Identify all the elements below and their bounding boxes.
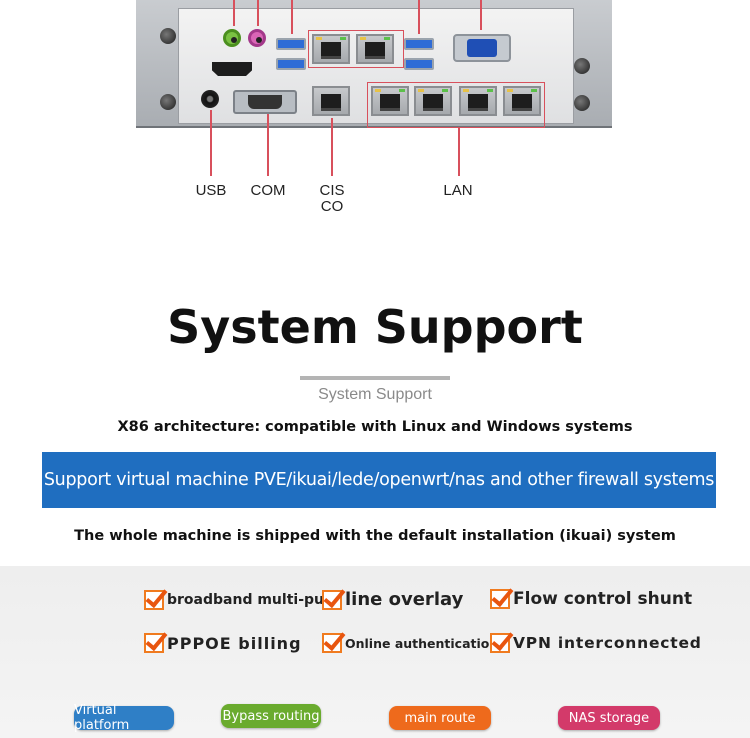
audio-out-jack bbox=[223, 29, 241, 47]
callout-line bbox=[291, 0, 293, 34]
callout-line bbox=[233, 0, 235, 26]
com-label: COM bbox=[250, 182, 286, 199]
page-subtitle: System Support bbox=[318, 386, 432, 403]
support-banner: Support virtual machine PVE/ikuai/lede/o… bbox=[42, 452, 716, 508]
badge-main-route: main route bbox=[389, 706, 491, 730]
rj45-port bbox=[414, 86, 452, 116]
lan-label: LAN bbox=[443, 182, 473, 199]
screw-icon bbox=[574, 95, 590, 111]
usb-port bbox=[276, 58, 306, 70]
lan-highlight-box bbox=[308, 30, 404, 68]
hdmi-port bbox=[212, 62, 252, 76]
page-title: System Support bbox=[167, 300, 583, 354]
screw-icon bbox=[160, 28, 176, 44]
feature-item: line overlay bbox=[322, 589, 463, 610]
checkbox-check-icon bbox=[322, 589, 342, 610]
vga-port bbox=[453, 34, 511, 62]
com-port bbox=[233, 90, 297, 114]
rj45-port bbox=[371, 86, 409, 116]
checkbox-check-icon bbox=[144, 633, 164, 653]
support-banner-text: Support virtual machine PVE/ikuai/lede/o… bbox=[43, 470, 715, 490]
rj45-port bbox=[312, 34, 350, 64]
checkbox-check-icon bbox=[144, 590, 164, 610]
feature-item: Flow control shunt bbox=[490, 589, 692, 609]
usb-port bbox=[404, 38, 434, 50]
usb-port bbox=[276, 38, 306, 50]
callout-line bbox=[267, 114, 269, 176]
checkbox-check-icon bbox=[322, 633, 342, 653]
usb-label: USB bbox=[195, 182, 227, 199]
feature-item: Online authentication bbox=[322, 633, 498, 653]
usb-port bbox=[404, 58, 434, 70]
cisco-label-line1: CIS bbox=[319, 182, 345, 199]
callout-line bbox=[418, 0, 420, 34]
badge-virtual-platform: Virtual platform bbox=[74, 703, 174, 733]
screw-icon bbox=[160, 94, 176, 110]
rj45-port bbox=[356, 34, 394, 64]
title-divider bbox=[300, 376, 450, 380]
architecture-text: X86 architecture: compatible with Linux … bbox=[117, 419, 633, 435]
badge-bypass-routing: Bypass routing bbox=[221, 704, 321, 728]
screw-icon bbox=[574, 58, 590, 74]
callout-line bbox=[331, 118, 333, 176]
feature-item: broadband multi-pull bbox=[144, 590, 334, 610]
checkbox-check-icon bbox=[490, 589, 510, 609]
mic-in-jack bbox=[248, 29, 266, 47]
dc-power-jack bbox=[201, 90, 219, 108]
checkbox-check-icon bbox=[490, 633, 510, 653]
callout-line bbox=[210, 110, 212, 176]
cisco-label-line2: CO bbox=[320, 198, 344, 215]
default-system-text: The whole machine is shipped with the de… bbox=[74, 528, 676, 544]
badge-nas-storage: NAS storage bbox=[558, 706, 660, 730]
console-rj45-port bbox=[312, 86, 350, 116]
callout-line bbox=[458, 128, 460, 176]
lan-highlight-box bbox=[367, 82, 545, 128]
feature-item: PPPOE billing bbox=[144, 633, 302, 653]
feature-item: VPN interconnected bbox=[490, 633, 702, 653]
rj45-port bbox=[459, 86, 497, 116]
callout-line bbox=[257, 0, 259, 26]
callout-line bbox=[480, 0, 482, 30]
rj45-port bbox=[503, 86, 541, 116]
